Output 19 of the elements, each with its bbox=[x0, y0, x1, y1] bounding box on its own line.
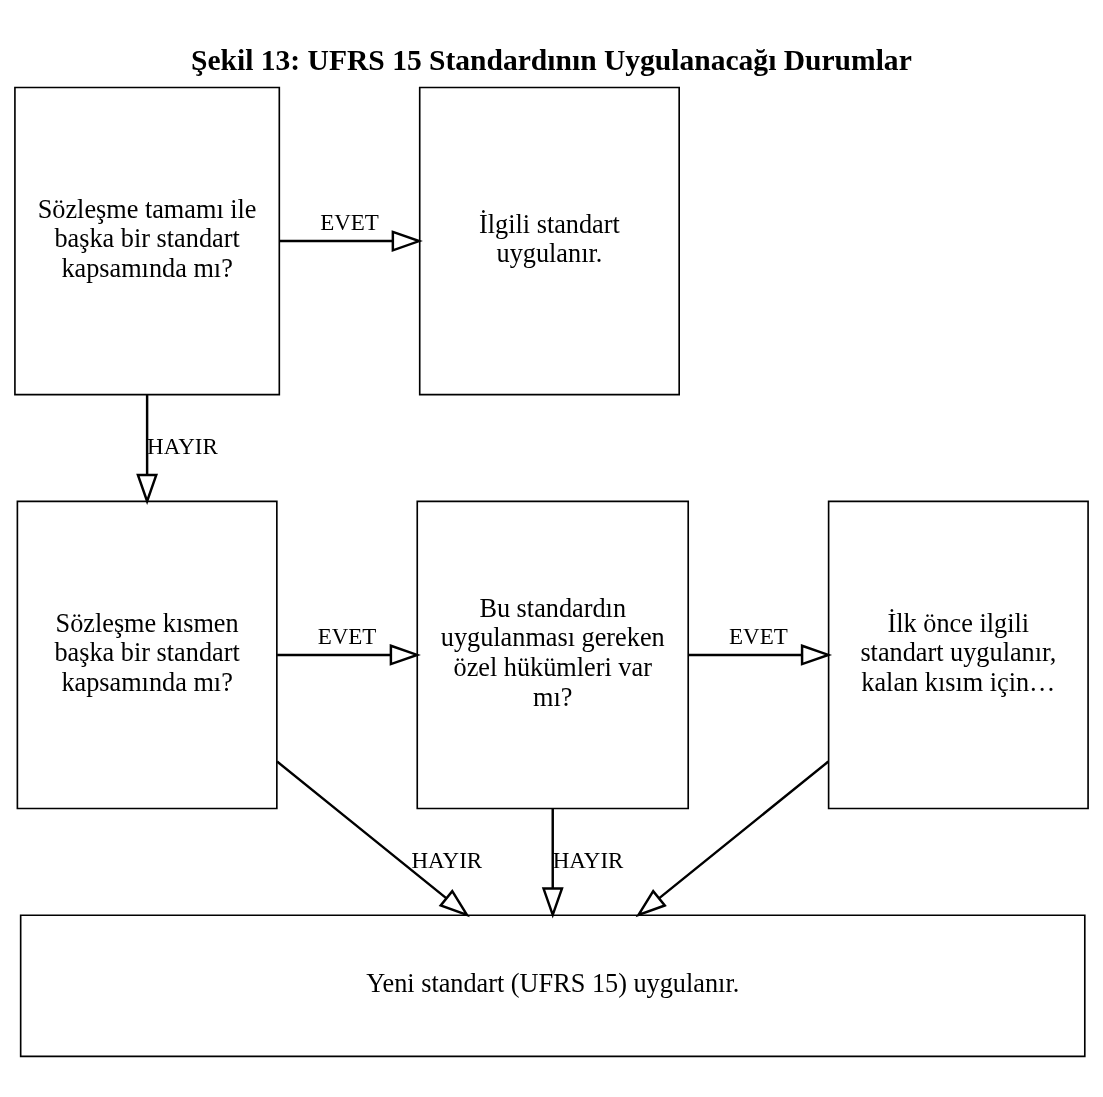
edge-label: EVET bbox=[729, 623, 788, 649]
diagram-title: Şekil 13: UFRS 15 Standardının Uygulanacağı Durumlar bbox=[191, 43, 912, 76]
arrow bbox=[635, 760, 830, 917]
node-box: Sözleşme tamamı ile başka bir standart kapsamında mı? bbox=[14, 86, 281, 395]
edge-label: HAYIR bbox=[411, 847, 483, 873]
edge-label: HAYIR bbox=[147, 433, 218, 459]
arrow bbox=[136, 394, 159, 505]
node-box: İlgili standart uygulanır. bbox=[418, 86, 680, 395]
node-box: Yeni standart (UFRS 15) uygulanır. bbox=[19, 913, 1086, 1057]
arrow bbox=[276, 760, 470, 917]
arrow bbox=[277, 643, 421, 666]
node-box: Sözleşme kısmen başka bir standart kapsamında mı? bbox=[16, 500, 278, 809]
arrow bbox=[279, 229, 423, 252]
arrow bbox=[688, 643, 833, 666]
arrow bbox=[541, 808, 564, 919]
node-box: İlk önce ilgili standart uygulanır, kalan kısım için… bbox=[827, 500, 1089, 809]
node-box: Bu standardın uygulanması gereken özel hükümleri var mı? bbox=[416, 500, 690, 809]
edge-label: EVET bbox=[320, 209, 379, 235]
edge-label: EVET bbox=[317, 623, 377, 649]
